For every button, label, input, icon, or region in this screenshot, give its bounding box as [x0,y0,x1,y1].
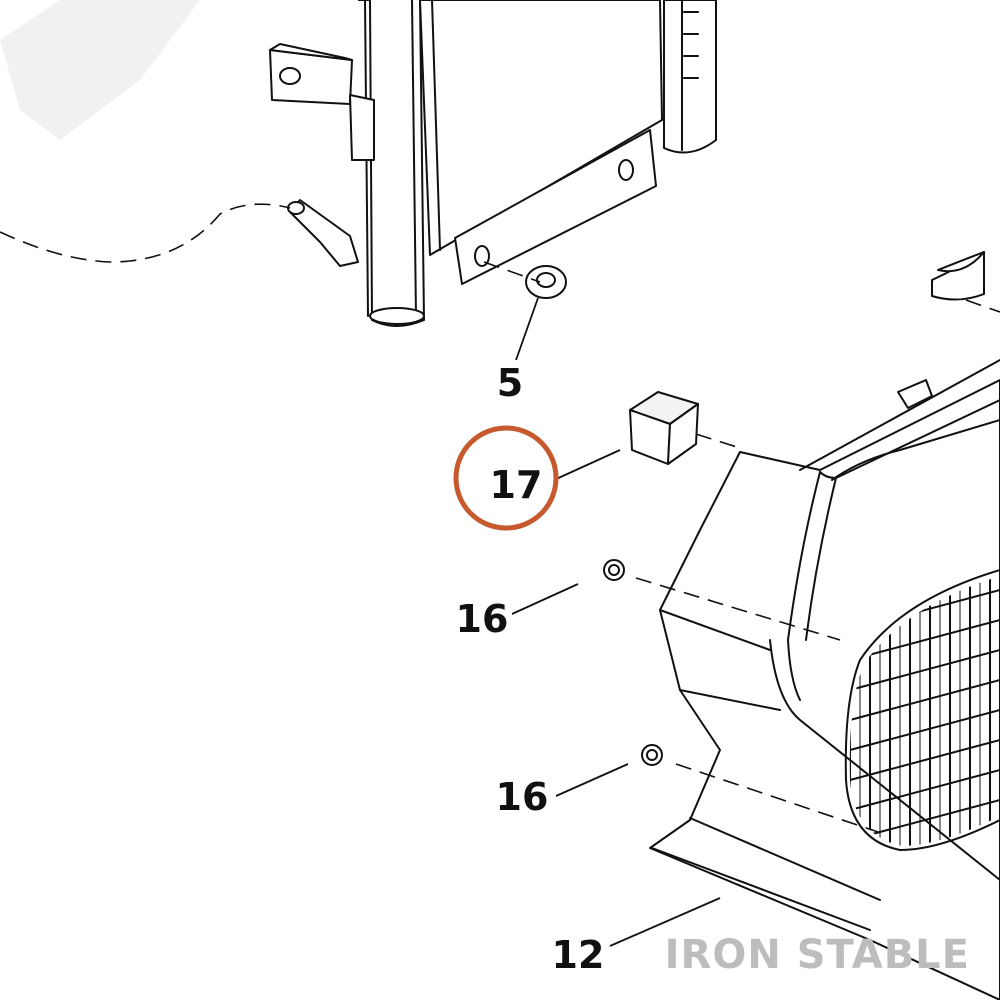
callout-16-lower: 16 [496,775,549,819]
callout-12: 12 [552,933,605,977]
rubber-block-part [629,391,699,465]
callout-17: 17 [490,463,543,507]
front-shroud-assembly [649,359,1000,1000]
cushion-part [931,251,985,301]
radiator-frame-assembly [269,0,717,327]
leader-lines [511,297,721,947]
vent-slots [683,11,699,79]
callout-5: 5 [497,361,523,405]
watermark-text: IRON STABLE [665,932,970,978]
tab-hole-left [474,245,490,267]
push-clip-lower [641,744,663,766]
tab-hole-right [618,159,634,181]
bracket-hole [279,67,301,85]
highlight-ring [453,425,559,531]
push-clip-upper [603,559,625,581]
grommet-part [525,265,567,299]
callout-16-upper: 16 [456,597,509,641]
background-watermark-shape [0,0,200,140]
assembly-dashed-lines [0,203,1000,837]
